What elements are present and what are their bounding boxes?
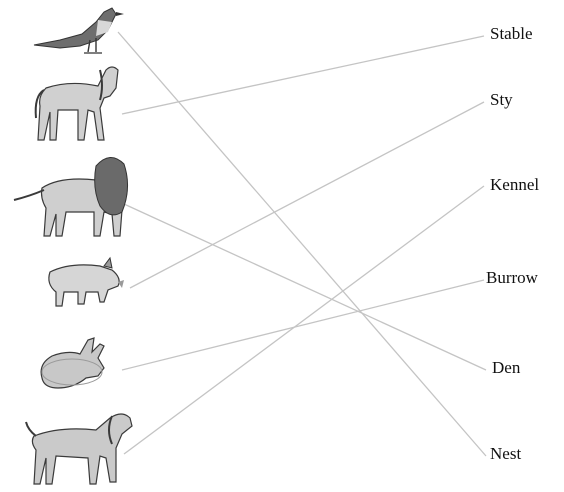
home-label-stable: Stable [490,24,533,43]
home-label-kennel: Kennel [490,175,540,194]
home-label-nest: Nest [490,444,522,463]
home-label-den: Den [492,358,521,377]
dog-icon [25,413,133,485]
bird-icon [33,7,124,54]
connector-rabbit-burrow [121,279,485,371]
home-label-burrow: Burrow [486,268,538,287]
connector-horse-stable [121,35,485,115]
home-label-sty: Sty [490,90,513,109]
connector-dog-kennel [123,185,485,455]
pig-icon [48,256,124,307]
horse-icon [34,66,119,141]
lion-icon [13,157,128,237]
connector-lines [117,31,487,457]
connector-bird-nest [117,31,487,457]
connector-pig-sty [129,101,485,289]
rabbit-icon [40,337,105,389]
connector-lion-den [123,203,487,371]
